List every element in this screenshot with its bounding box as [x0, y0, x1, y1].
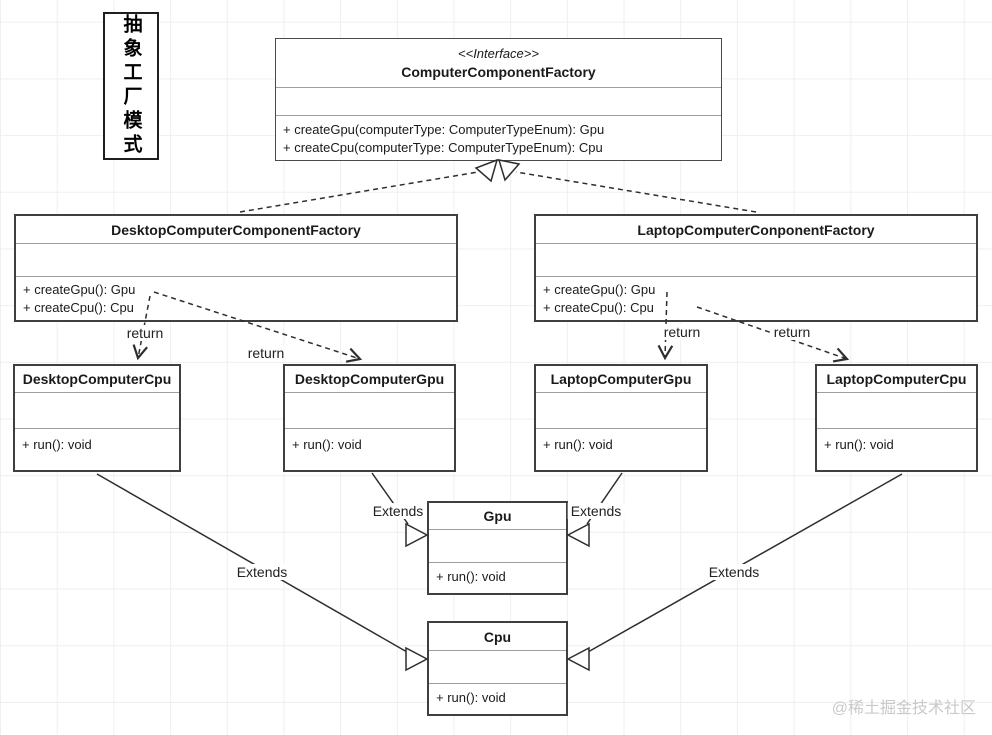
class-cpu[interactable]: Cpu + run(): void [427, 621, 568, 716]
class-laptop-computer-conponent-factory[interactable]: LaptopComputerConponentFactory + createG… [534, 214, 978, 322]
edge-label-return[interactable]: return [660, 324, 704, 340]
edge-realization-laptop-factory[interactable] [515, 171, 757, 213]
method: + createCpu(computerType: ComputerTypeEn… [283, 139, 603, 155]
class-desktop-computer-gpu[interactable]: DesktopComputerGpu + run(): void [283, 364, 456, 472]
class-laptop-computer-gpu[interactable]: LaptopComputerGpu + run(): void [534, 364, 708, 472]
method: + createCpu(): Cpu [543, 299, 654, 315]
class-fields-compartment [817, 393, 976, 429]
class-title-compartment: LaptopComputerConponentFactory [536, 216, 976, 244]
class-fields-compartment [536, 244, 976, 277]
class-name: ComputerComponentFactory [401, 63, 596, 80]
class-fields-compartment [285, 393, 454, 429]
class-methods-compartment: + run(): void [536, 429, 706, 470]
method: + createGpu(computerType: ComputerTypeEn… [283, 122, 605, 137]
class-name: DesktopComputerCpu [22, 371, 172, 387]
method: + run(): void [22, 437, 92, 452]
realization-hollow-triangles [474, 158, 521, 183]
method: + createGpu(): Gpu [543, 282, 656, 297]
class-methods-compartment: + createGpu(computerType: ComputerTypeEn… [276, 116, 721, 160]
pattern-title-box[interactable]: 抽象工厂模式 [103, 12, 159, 160]
class-gpu[interactable]: Gpu + run(): void [427, 501, 568, 595]
class-title-compartment: DesktopComputerCpu [15, 366, 179, 393]
class-methods-compartment: + createGpu(): Gpu + createCpu(): Cpu [16, 277, 456, 320]
class-name: Gpu [483, 508, 512, 524]
class-methods-compartment: + run(): void [817, 429, 976, 470]
pattern-title-text: 抽象工厂模式 [120, 14, 142, 158]
class-desktop-computer-component-factory[interactable]: DesktopComputerComponentFactory + create… [14, 214, 458, 322]
class-title-compartment: Cpu [429, 623, 566, 651]
class-name: LaptopComputerGpu [550, 371, 692, 387]
edge-label-return[interactable]: return [123, 325, 167, 341]
class-computer-component-factory[interactable]: <<Interface>> ComputerComponentFactory +… [275, 38, 722, 161]
edge-label-extends[interactable]: Extends [567, 503, 625, 519]
edge-label-return[interactable]: return [244, 345, 288, 361]
class-title-compartment: LaptopComputerGpu [536, 366, 706, 393]
class-title-compartment: DesktopComputerGpu [285, 366, 454, 393]
edge-realization-desktop-factory[interactable] [239, 171, 479, 213]
class-name: DesktopComputerComponentFactory [111, 221, 361, 238]
method: + run(): void [824, 437, 894, 452]
class-name: DesktopComputerGpu [294, 371, 445, 387]
class-name: LaptopComputerConponentFactory [637, 221, 875, 238]
edge-label-return[interactable]: return [770, 324, 814, 340]
class-fields-compartment [16, 244, 456, 277]
class-methods-compartment: + run(): void [285, 429, 454, 470]
watermark: @稀土掘金技术社区 [831, 700, 976, 717]
method: + run(): void [543, 437, 613, 452]
method: + createCpu(): Cpu [23, 299, 134, 315]
class-methods-compartment: + run(): void [429, 684, 566, 714]
class-title-compartment: DesktopComputerComponentFactory [16, 216, 456, 244]
class-methods-compartment: + createGpu(): Gpu + createCpu(): Cpu [536, 277, 976, 320]
edge-label-extends[interactable]: Extends [369, 503, 427, 519]
class-fields-compartment [429, 530, 566, 563]
class-name: LaptopComputerCpu [826, 371, 967, 387]
method: + createGpu(): Gpu [23, 282, 136, 297]
class-methods-compartment: + run(): void [15, 429, 179, 470]
class-fields-compartment [15, 393, 179, 429]
edge-label-extends[interactable]: Extends [233, 564, 291, 580]
class-title-compartment: <<Interface>> ComputerComponentFactory [276, 39, 721, 88]
class-laptop-computer-cpu[interactable]: LaptopComputerCpu + run(): void [815, 364, 978, 472]
class-title-compartment: LaptopComputerCpu [817, 366, 976, 393]
class-title-compartment: Gpu [429, 503, 566, 530]
edge-label-extends[interactable]: Extends [705, 564, 763, 580]
class-fields-compartment [276, 88, 721, 116]
class-methods-compartment: + run(): void [429, 563, 566, 593]
class-fields-compartment [536, 393, 706, 429]
stereotype-label: <<Interface>> [458, 45, 539, 61]
method: + run(): void [436, 690, 506, 705]
method: + run(): void [436, 569, 506, 584]
class-fields-compartment [429, 651, 566, 684]
class-name: Cpu [483, 628, 512, 645]
class-desktop-computer-cpu[interactable]: DesktopComputerCpu + run(): void [13, 364, 181, 472]
method: + run(): void [292, 437, 362, 452]
